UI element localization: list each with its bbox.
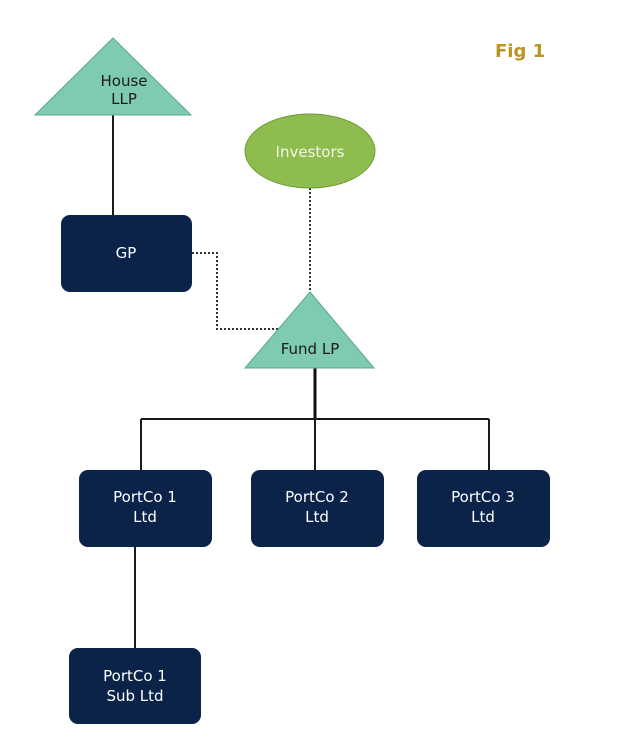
edge-gp-to-fund [192, 252, 278, 330]
node-investors[interactable]: Investors [244, 113, 376, 189]
ellipse-shape [244, 113, 376, 189]
fund-lp-label: Fund LP [281, 340, 340, 358]
portco3-label-line1: PortCo 3 [451, 488, 515, 506]
node-portco1[interactable]: PortCo 1 Ltd [79, 470, 212, 547]
node-house-llp[interactable]: House LLP [33, 37, 193, 116]
node-portco3[interactable]: PortCo 3 Ltd [417, 470, 550, 547]
box-shape [61, 215, 192, 292]
gp-label: GP [116, 244, 137, 262]
portco1-label-line2: Ltd [133, 508, 157, 526]
node-gp[interactable]: GP [61, 215, 192, 292]
box-shape [79, 470, 212, 547]
portco1-label-line1: PortCo 1 [113, 488, 177, 506]
node-portco2[interactable]: PortCo 2 Ltd [251, 470, 384, 547]
house-llp-label-line2: LLP [111, 90, 137, 108]
portco1-sub-label-line1: PortCo 1 [103, 667, 167, 685]
house-llp-label-line1: House [100, 72, 147, 90]
box-shape [251, 470, 384, 547]
investors-label: Investors [276, 143, 345, 161]
box-shape [417, 470, 550, 547]
box-shape [69, 648, 201, 724]
triangle-shape [33, 37, 193, 116]
triangle-shape [243, 291, 376, 369]
node-fund-lp[interactable]: Fund LP [243, 291, 376, 369]
figure-label: Fig 1 [495, 41, 545, 62]
portco2-label-line1: PortCo 2 [285, 488, 349, 506]
node-portco1-sub[interactable]: PortCo 1 Sub Ltd [69, 648, 201, 724]
portco2-label-line2: Ltd [305, 508, 329, 526]
portco3-label-line2: Ltd [471, 508, 495, 526]
portco1-sub-label-line2: Sub Ltd [106, 687, 163, 705]
